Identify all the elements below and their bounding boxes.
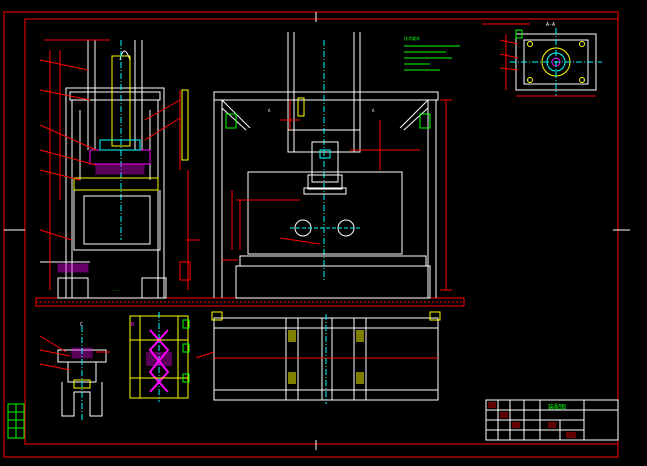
section-label: A-A <box>546 22 555 28</box>
inner-border <box>24 18 619 445</box>
side-view <box>213 32 452 299</box>
title-block: 装配图 <box>485 399 619 441</box>
view-mark-1: A <box>268 108 271 113</box>
svg-text:C: C <box>80 322 83 328</box>
plan-view <box>195 311 441 404</box>
view-mark-2: A <box>372 108 375 113</box>
section-view: B <box>129 312 190 402</box>
revision-table <box>7 403 25 439</box>
notes-heading: 技术要求 <box>404 35 420 41</box>
title-block-title: 装配图 <box>548 403 566 411</box>
section-a-a: A-A <box>482 22 602 97</box>
front-view: ___ <box>39 39 200 299</box>
detail-view: C <box>39 322 110 420</box>
svg-text:___: ___ <box>112 286 120 291</box>
base-rail <box>35 297 465 307</box>
svg-text:B: B <box>131 322 134 328</box>
technical-notes: 技术要求 <box>404 35 460 71</box>
